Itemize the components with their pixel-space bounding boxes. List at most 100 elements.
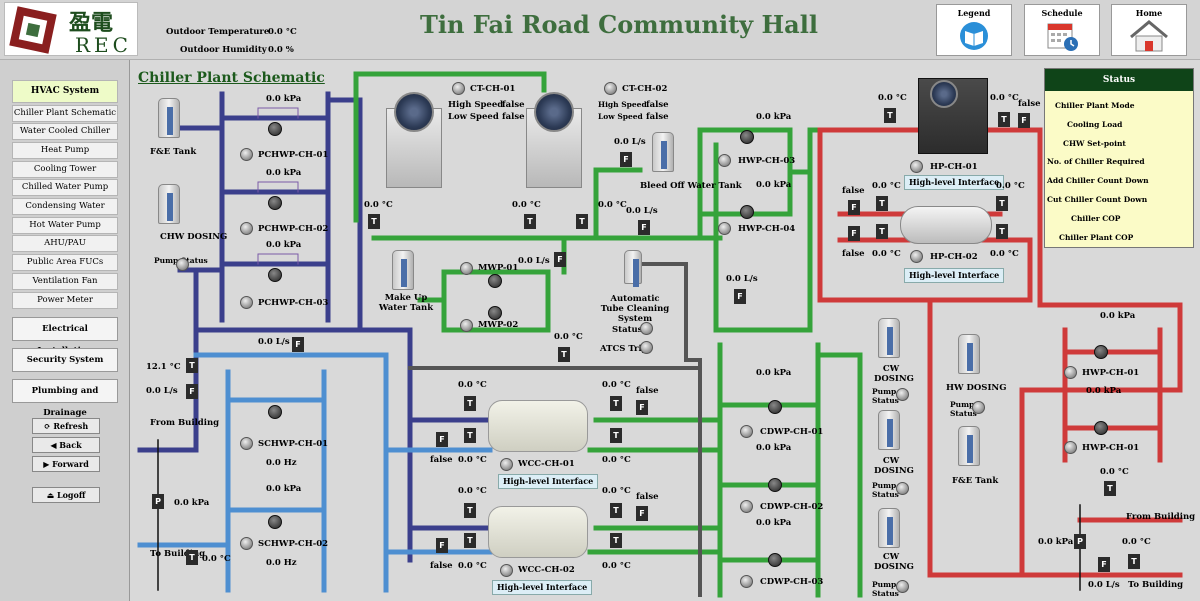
ct-temp-sensor-2: T	[524, 214, 536, 229]
schwp1-status-indicator	[240, 437, 253, 450]
hp-temp-2: 0.0 °C	[990, 93, 1019, 103]
hwp1-pump[interactable]	[1094, 345, 1108, 359]
pchwp1-pump[interactable]	[268, 122, 282, 136]
hwp2-pump[interactable]	[1094, 421, 1108, 435]
nav-security-system[interactable]: Security System	[12, 348, 118, 372]
schwp2-pump[interactable]	[268, 515, 282, 529]
mwp2-pump[interactable]	[488, 306, 502, 320]
logo-mark-icon	[9, 6, 57, 54]
cdwp3-status-indicator	[740, 575, 753, 588]
wcc1-label: WCC-CH-01	[518, 459, 575, 469]
nav-chiller-plant-schematic[interactable]: Chiller Plant Schematic	[12, 105, 118, 122]
chw-dosing-tank	[158, 184, 180, 224]
schedule-button[interactable]: Schedule	[1024, 4, 1100, 56]
hwp4-pump[interactable]	[740, 205, 754, 219]
wcc-1[interactable]	[488, 400, 588, 452]
wcc-2[interactable]	[488, 506, 588, 558]
nav-power-meter[interactable]: Power Meter	[12, 292, 118, 309]
wcc1-temp-out-sensor: T	[464, 428, 476, 443]
nav-chilled-water-pump[interactable]: Chilled Water Pump	[12, 179, 118, 196]
sec-flow: 0.0 L/s	[258, 337, 290, 347]
pchwp2-pump[interactable]	[268, 196, 282, 210]
hp2-high-level-interface[interactable]: High-level Interface	[904, 268, 1005, 283]
heat-pump-2[interactable]	[900, 206, 992, 244]
nav-cooling-tower[interactable]: Cooling Tower	[12, 161, 118, 178]
nav-ahu-pau[interactable]: AHU/PAU	[12, 235, 118, 252]
cdwp3-pump[interactable]	[768, 553, 782, 567]
nav-hot-water-pump[interactable]: Hot Water Pump	[12, 217, 118, 234]
logoff-button[interactable]: ⏏ Logoff	[32, 487, 100, 503]
from-building-label-1: From Building	[150, 418, 220, 428]
wcc2-temp-in-sensor: T	[464, 503, 476, 518]
mwp1-pump[interactable]	[488, 274, 502, 288]
ct-temp-sensor-1: T	[368, 214, 380, 229]
hwp1-status-indicator	[1064, 366, 1077, 379]
mwp-flow-sensor: F	[554, 252, 566, 267]
hwp4-pressure: 0.0 kPa	[756, 180, 792, 190]
cw-pump-status-label-3: Pump Status	[872, 580, 899, 598]
status-add-chiller-countdown: Add Chiller Count Down	[1047, 176, 1149, 185]
hwp2-pressure: 0.0 kPa	[1086, 386, 1122, 396]
legend-label: Legend	[957, 8, 991, 18]
cdwp2-pump[interactable]	[768, 478, 782, 492]
cdwp1-pressure: 0.0 kPa	[756, 368, 792, 378]
fe-tank-label: F&E Tank	[150, 147, 197, 157]
fe-tank	[158, 98, 180, 138]
hw-temp-2: 0.0 °C	[1122, 537, 1151, 547]
nav-hvac-system[interactable]: HVAC System	[12, 80, 118, 103]
hp1-high-level-interface[interactable]: High-level Interface	[904, 175, 1005, 190]
hwp3-pump[interactable]	[740, 130, 754, 144]
nav-public-area-fucs[interactable]: Public Area FUCs	[12, 254, 118, 271]
refresh-button[interactable]: ⟳ Refresh	[32, 418, 100, 434]
return-temp-sensor: T	[186, 550, 198, 565]
hp-temp-sensor-1: T	[884, 108, 896, 123]
wcc2-high-level-interface[interactable]: High-level Interface	[492, 580, 593, 595]
wcc2-cond-temp-out: 0.0 °C	[602, 561, 631, 571]
status-panel: Status Chiller Plant Mode Cooling Load C…	[1044, 68, 1194, 248]
ct2-low-label: Low Speed	[598, 112, 643, 121]
schwp1-pump[interactable]	[268, 405, 282, 419]
wcc2-cond-temp-sensor: T	[610, 503, 622, 518]
status-chiller-plant-mode: Chiller Plant Mode	[1055, 101, 1135, 110]
status-title: Status	[1045, 69, 1193, 91]
wcc2-temp-in: 0.0 °C	[458, 486, 487, 496]
wcc1-high-level-interface[interactable]: High-level Interface	[498, 474, 599, 489]
sidebar: HVAC System Chiller Plant Schematic Wate…	[0, 60, 130, 601]
nav-water-cooled-chiller[interactable]: Water Cooled Chiller	[12, 123, 118, 140]
hp-false-2: false	[842, 186, 865, 196]
legend-button[interactable]: Legend	[936, 4, 1012, 56]
nav-heat-pump[interactable]: Heat Pump	[12, 142, 118, 159]
hwp4-label: HWP-CH-04	[738, 224, 796, 234]
nav-plumbing-drainage[interactable]: Plumbing and Drainage	[12, 379, 118, 418]
ct-temp-1: 0.0 °C	[364, 200, 393, 210]
wcc1-cond-false: false	[636, 386, 659, 396]
hwp1-pressure: 0.0 kPa	[1100, 311, 1136, 321]
atcs-status-indicator	[640, 322, 653, 335]
hwp3-pressure: 0.0 kPa	[756, 112, 792, 122]
outdoor-temp-label: Outdoor Temperature	[166, 27, 270, 37]
schwp2-status-indicator	[240, 537, 253, 550]
hw-pump-status-indicator	[972, 401, 985, 414]
wcc2-false: false	[430, 561, 453, 571]
hp-flow-sensor-2: F	[848, 200, 860, 215]
hp-temp-1: 0.0 °C	[878, 93, 907, 103]
cdwp3-label: CDWP-CH-03	[760, 577, 824, 587]
hw-dosing-tank	[958, 334, 980, 374]
cdwp1-label: CDWP-CH-01	[760, 427, 824, 437]
mwp1-label: MWP-01	[478, 263, 519, 273]
pchwp3-pump[interactable]	[268, 268, 282, 282]
status-cooling-load: Cooling Load	[1067, 120, 1123, 129]
home-button[interactable]: Home	[1111, 4, 1187, 56]
schwp2-pressure: 0.0 kPa	[266, 484, 302, 494]
back-button[interactable]: ◀ Back	[32, 437, 100, 453]
logo-chinese: 盈電	[69, 10, 114, 36]
mwp1-status-indicator	[460, 262, 473, 275]
hwp3-status-indicator	[718, 154, 731, 167]
hp-temp-4: 0.0 °C	[996, 181, 1025, 191]
wcc1-status-indicator	[500, 458, 513, 471]
cdwp1-pump[interactable]	[768, 400, 782, 414]
forward-button[interactable]: ▶ Forward	[32, 456, 100, 472]
ct1-low-label: Low Speed	[448, 112, 499, 122]
to-building-label-2: To Building	[1128, 580, 1184, 590]
